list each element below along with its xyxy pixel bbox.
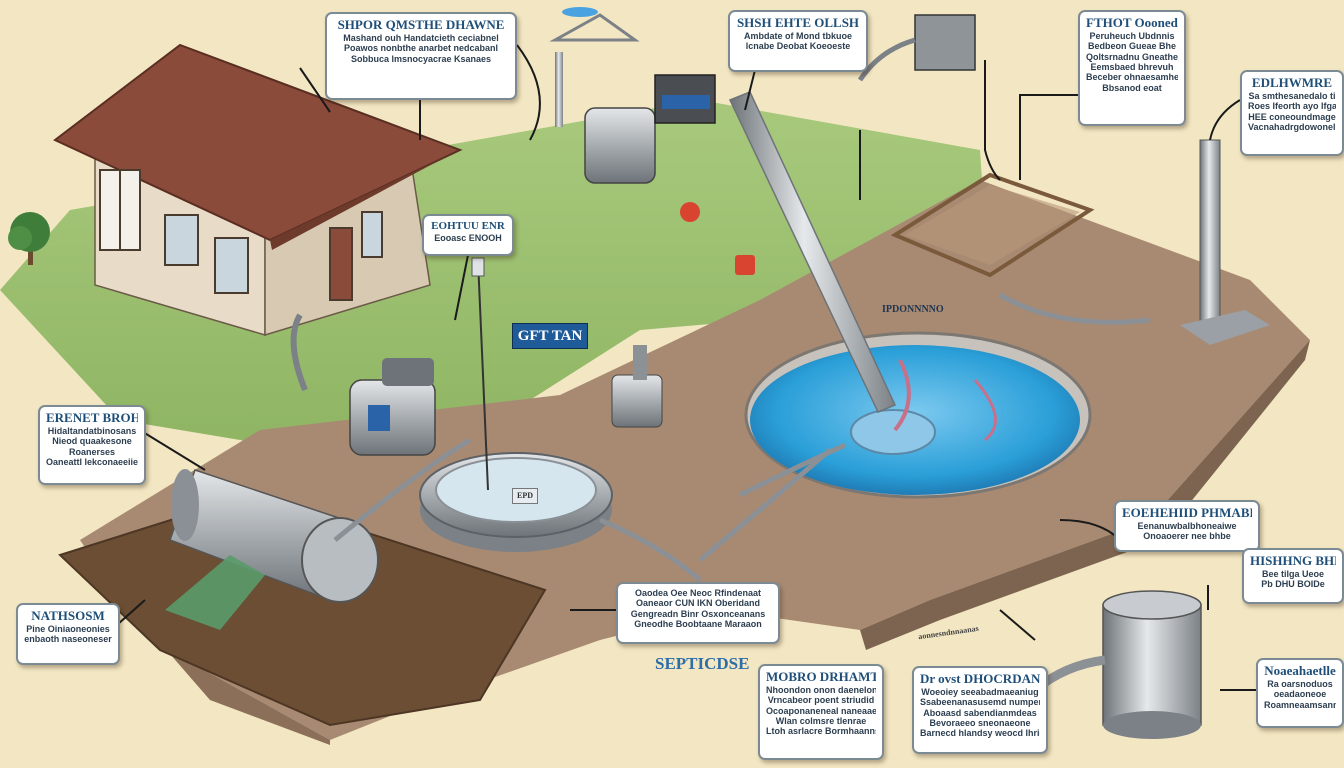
warning-markers bbox=[680, 202, 755, 275]
pool-label: IPDONNNNO bbox=[882, 304, 944, 315]
house bbox=[53, 43, 463, 392]
label-right-mid: EOEHEHIID PHMABEE Eenanuwbalbhoneaiwe On… bbox=[1114, 500, 1260, 552]
label-far-right-top: EDLHWMRE Sa smthesanedalo ti Roes Ifeort… bbox=[1240, 70, 1344, 156]
control-box-top bbox=[584, 74, 716, 184]
water-tower bbox=[549, 7, 640, 127]
diagonal-inlet-pipe bbox=[728, 91, 897, 413]
holding-drum bbox=[1032, 590, 1202, 739]
label-bottom-mid: MOBRO DRHAMTHNO Nhoondon onon daenelonen… bbox=[758, 664, 884, 760]
tree bbox=[8, 212, 50, 265]
label-top-center: SHSH EHTE OLLSH Ambdate of Mond tbkuoe l… bbox=[728, 10, 868, 72]
label-far-right-bottom: Noaeahaetlle Ra oarsnoduos oeadaoneoe Ro… bbox=[1256, 658, 1344, 728]
label-mid-sign: EOHTUU ENR Eooasc ENOOH bbox=[422, 214, 514, 256]
riser-pipe bbox=[611, 345, 663, 428]
label-bottom-left: NATHSOSM Pine Oiniaoneonies enbaoth nase… bbox=[16, 603, 120, 665]
wall-junction-box bbox=[857, 14, 976, 82]
label-far-right-mid: HISHHNG BHNNESH Bee tilga Ueoe Pb DHU BO… bbox=[1242, 548, 1344, 604]
septic-caption: SEPTICDSE bbox=[655, 654, 750, 673]
label-left-mid: ERENET BROHAD Hidaltandatbinosans Nieod … bbox=[38, 405, 146, 485]
label-bottom-right-center: Dr ovst DHOCRDANANME Woeoiey seeabadmaea… bbox=[912, 666, 1048, 754]
label-bottom-center: Oaodea Oee Neoc Rfindenaat Oaneaor CUN I… bbox=[616, 582, 780, 644]
manhole-badge: EPD bbox=[512, 488, 538, 504]
tank-sign: GFT TAN bbox=[512, 323, 588, 349]
connecting-pipes bbox=[333, 292, 1151, 582]
label-top-center-left: SHPOR QMSTHE DHAWNE Mashand ouh Handatci… bbox=[325, 12, 517, 100]
horizontal-filter-cylinder bbox=[165, 469, 379, 630]
distribution-frame bbox=[890, 172, 1095, 278]
leader-lines bbox=[99, 44, 1280, 691]
leach-pit bbox=[744, 331, 1092, 499]
label-top-right: FTHOT Ooonedaon Peruheuch Ubdnnis Bedbeo… bbox=[1078, 10, 1186, 126]
effluent-pump bbox=[349, 358, 436, 456]
